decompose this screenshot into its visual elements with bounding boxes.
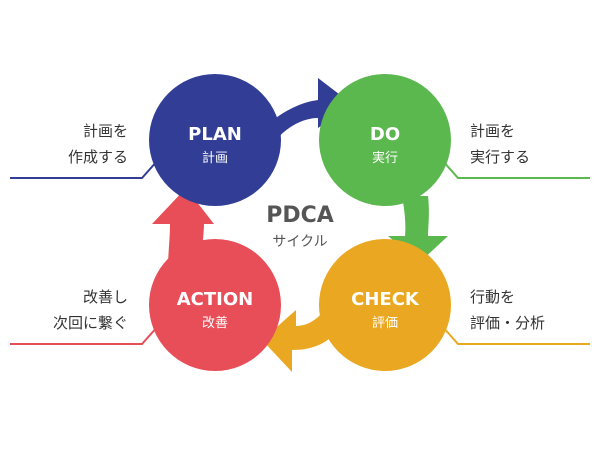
plan-desc-line-1: 計画を	[83, 122, 128, 140]
check-leader-line	[441, 325, 590, 345]
do-circle	[319, 74, 451, 206]
action-node: ACTION 改善	[149, 239, 281, 371]
center-title: PDCA	[266, 203, 334, 228]
do-sublabel: 実行	[372, 150, 398, 166]
do-leader-line	[441, 159, 590, 179]
plan-label: PLAN	[188, 124, 242, 145]
plan-circle	[149, 74, 281, 206]
action-label: ACTION	[177, 289, 253, 310]
action-desc-line-1: 改善し	[83, 288, 128, 306]
plan-desc-line-2: 作成する	[68, 148, 128, 166]
do-label: DO	[370, 124, 400, 145]
arrow-plan-to-do	[268, 78, 352, 140]
action-leader-line	[10, 325, 159, 345]
do-desc-line-2: 実行する	[470, 148, 530, 166]
check-label: CHECK	[351, 289, 420, 310]
check-desc-line-1: 行動を	[470, 288, 515, 306]
do-desc-line-1: 計画を	[470, 122, 515, 140]
check-sublabel: 評価	[372, 316, 398, 331]
action-circle	[149, 239, 281, 371]
action-sublabel: 改善	[202, 315, 228, 331]
check-node: CHECK 評価	[319, 239, 451, 371]
center-subtitle: サイクル	[272, 234, 327, 250]
plan-leader-line	[10, 159, 159, 179]
check-circle	[319, 239, 451, 371]
plan-node: PLAN 計画	[149, 74, 281, 206]
plan-sublabel: 計画	[202, 150, 228, 166]
check-desc-line-2: 評価・分析	[470, 314, 545, 332]
action-desc-line-2: 次回に繋ぐ	[53, 314, 128, 332]
do-node: DO 実行	[319, 74, 451, 206]
